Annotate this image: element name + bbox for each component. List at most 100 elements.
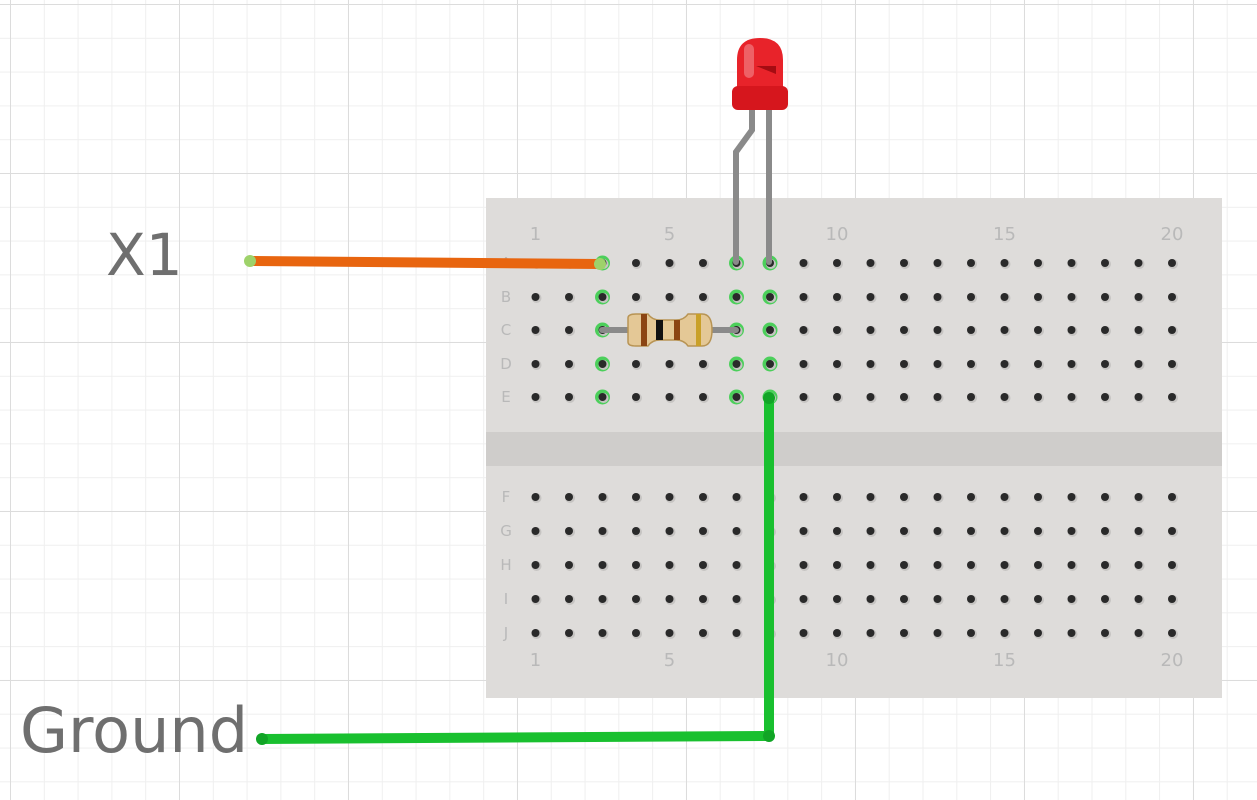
breadboard-hole[interactable]	[632, 527, 640, 535]
breadboard-hole[interactable]	[1067, 259, 1076, 267]
breadboard-hole[interactable]	[1101, 595, 1109, 603]
breadboard-hole[interactable]	[531, 561, 540, 569]
breadboard-hole[interactable]	[1101, 393, 1109, 401]
breadboard-hole[interactable]	[967, 360, 975, 368]
breadboard-hole[interactable]	[866, 259, 875, 267]
breadboard-hole[interactable]	[1101, 360, 1109, 368]
breadboard-hole[interactable]	[766, 326, 774, 334]
breadboard-hole[interactable]	[799, 527, 808, 535]
breadboard-hole[interactable]	[598, 360, 607, 368]
breadboard-hole[interactable]	[699, 493, 707, 501]
breadboard-hole[interactable]	[933, 629, 942, 637]
breadboard-hole[interactable]	[1168, 595, 1176, 603]
breadboard-hole[interactable]	[1000, 293, 1009, 301]
breadboard-hole[interactable]	[1000, 561, 1009, 569]
breadboard-hole[interactable]	[632, 360, 640, 368]
breadboard-hole[interactable]	[967, 393, 975, 401]
breadboard-hole[interactable]	[1067, 393, 1076, 401]
breadboard-hole[interactable]	[531, 629, 540, 637]
breadboard-hole[interactable]	[1168, 293, 1176, 301]
breadboard-hole[interactable]	[1134, 527, 1143, 535]
breadboard-hole[interactable]	[732, 561, 741, 569]
breadboard-hole[interactable]	[1134, 393, 1143, 401]
breadboard-hole[interactable]	[1134, 326, 1143, 334]
breadboard-hole[interactable]	[632, 561, 640, 569]
breadboard-hole[interactable]	[967, 629, 975, 637]
breadboard-hole[interactable]	[665, 595, 674, 603]
breadboard-hole[interactable]	[1000, 326, 1009, 334]
breadboard-hole[interactable]	[799, 595, 808, 603]
breadboard-hole[interactable]	[933, 561, 942, 569]
breadboard-hole[interactable]	[799, 259, 808, 267]
breadboard-hole[interactable]	[866, 393, 875, 401]
breadboard-hole[interactable]	[531, 393, 540, 401]
breadboard-hole[interactable]	[900, 595, 908, 603]
ground-wire[interactable]	[256, 392, 775, 745]
breadboard-hole[interactable]	[565, 561, 573, 569]
breadboard-hole[interactable]	[1168, 326, 1176, 334]
breadboard-hole[interactable]	[1101, 527, 1109, 535]
breadboard-hole[interactable]	[833, 393, 841, 401]
breadboard-hole[interactable]	[1101, 629, 1109, 637]
breadboard-hole[interactable]	[1034, 326, 1042, 334]
breadboard-hole[interactable]	[1168, 629, 1176, 637]
breadboard-hole[interactable]	[632, 595, 640, 603]
breadboard-hole[interactable]	[732, 393, 741, 401]
breadboard-hole[interactable]	[565, 629, 573, 637]
breadboard-hole[interactable]	[799, 393, 808, 401]
breadboard-hole[interactable]	[665, 629, 674, 637]
breadboard-hole[interactable]	[1000, 493, 1009, 501]
led[interactable]	[732, 38, 788, 265]
breadboard-hole[interactable]	[1067, 493, 1076, 501]
breadboard-hole[interactable]	[1134, 360, 1143, 368]
breadboard-hole[interactable]	[1034, 595, 1042, 603]
breadboard-hole[interactable]	[1168, 393, 1176, 401]
breadboard-hole[interactable]	[1067, 561, 1076, 569]
breadboard-hole[interactable]	[933, 360, 942, 368]
breadboard-hole[interactable]	[1134, 629, 1143, 637]
breadboard-hole[interactable]	[866, 629, 875, 637]
breadboard-hole[interactable]	[967, 595, 975, 603]
breadboard-hole[interactable]	[967, 493, 975, 501]
breadboard-hole[interactable]	[900, 393, 908, 401]
breadboard-hole[interactable]	[866, 326, 875, 334]
breadboard-hole[interactable]	[531, 360, 540, 368]
breadboard-hole[interactable]	[1134, 595, 1143, 603]
breadboard-hole[interactable]	[531, 595, 540, 603]
breadboard-hole[interactable]	[1000, 360, 1009, 368]
breadboard-hole[interactable]	[1067, 326, 1076, 334]
breadboard-hole[interactable]	[699, 259, 707, 267]
breadboard-hole[interactable]	[1034, 527, 1042, 535]
breadboard-hole[interactable]	[766, 360, 774, 368]
breadboard-hole[interactable]	[598, 393, 607, 401]
breadboard-hole[interactable]	[833, 527, 841, 535]
breadboard-hole[interactable]	[1101, 259, 1109, 267]
breadboard-hole[interactable]	[900, 493, 908, 501]
resistor[interactable]	[599, 313, 739, 347]
breadboard-hole[interactable]	[900, 326, 908, 334]
breadboard-hole[interactable]	[866, 561, 875, 569]
breadboard-hole[interactable]	[866, 595, 875, 603]
breadboard-hole[interactable]	[766, 293, 774, 301]
breadboard-hole[interactable]	[1034, 259, 1042, 267]
breadboard-hole[interactable]	[900, 360, 908, 368]
breadboard-hole[interactable]	[598, 527, 607, 535]
breadboard-hole[interactable]	[632, 493, 640, 501]
breadboard-hole[interactable]	[1134, 493, 1143, 501]
breadboard-hole[interactable]	[665, 493, 674, 501]
breadboard-hole[interactable]	[531, 326, 540, 334]
breadboard-hole[interactable]	[598, 595, 607, 603]
breadboard-hole[interactable]	[531, 293, 540, 301]
breadboard-hole[interactable]	[1101, 326, 1109, 334]
breadboard-hole[interactable]	[665, 561, 674, 569]
breadboard-hole[interactable]	[1067, 293, 1076, 301]
breadboard-hole[interactable]	[933, 595, 942, 603]
breadboard-hole[interactable]	[1168, 493, 1176, 501]
breadboard-hole[interactable]	[967, 326, 975, 334]
breadboard-hole[interactable]	[1101, 561, 1109, 569]
breadboard-hole[interactable]	[1000, 629, 1009, 637]
breadboard-hole[interactable]	[1000, 259, 1009, 267]
breadboard-hole[interactable]	[565, 527, 573, 535]
breadboard-hole[interactable]	[565, 493, 573, 501]
breadboard-hole[interactable]	[799, 326, 808, 334]
